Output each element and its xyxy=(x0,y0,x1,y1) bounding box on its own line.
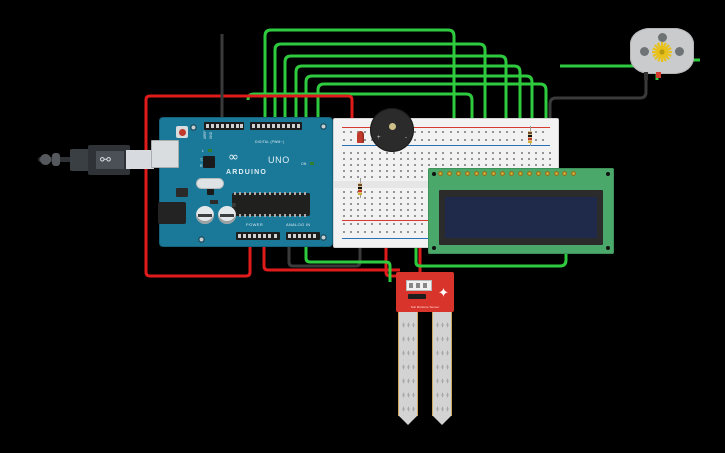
piezo-buzzer[interactable]: + - xyxy=(370,108,414,152)
led-l-label: L xyxy=(202,149,205,153)
led-l xyxy=(208,149,212,152)
power-header[interactable] xyxy=(236,232,280,240)
sensor-caption: Soil Moisture Sensor xyxy=(410,305,440,309)
lcd-pin-pad[interactable] xyxy=(553,171,559,176)
rail-positive-top xyxy=(342,127,550,128)
motor-gear-icon xyxy=(652,42,672,62)
rail-negative-top xyxy=(342,145,550,146)
lcd-pin-pad[interactable] xyxy=(500,171,506,176)
lcd-pin-header[interactable] xyxy=(438,171,577,176)
smd-part xyxy=(210,200,218,204)
usb-ferrite xyxy=(70,149,90,171)
lcd-bezel xyxy=(439,190,603,245)
red-led[interactable] xyxy=(357,131,364,143)
motor-shaft-left xyxy=(640,47,649,56)
digital-header-right[interactable] xyxy=(250,122,302,130)
lcd-pin-pad[interactable] xyxy=(544,171,550,176)
smd-chip xyxy=(207,188,214,195)
led-on-label: ON xyxy=(301,162,307,166)
digital-header-left[interactable] xyxy=(204,122,244,130)
lcd-mount-hole xyxy=(606,246,610,250)
lcd-pin-pad[interactable] xyxy=(509,171,515,176)
led-tx-label: TX xyxy=(200,158,205,162)
mount-hole xyxy=(320,234,327,241)
lcd-glass xyxy=(445,197,597,238)
lcd-pin-pad[interactable] xyxy=(535,171,541,176)
analog-header-label: ANALOG IN xyxy=(286,222,311,227)
motor-terminal-negative[interactable] xyxy=(644,72,648,80)
usb-bead xyxy=(40,154,51,165)
dc-motor[interactable] xyxy=(630,28,694,80)
led-on xyxy=(310,162,314,165)
gnd-label: GND xyxy=(209,131,213,139)
motor-shaft-top xyxy=(658,33,667,42)
mount-hole xyxy=(198,236,205,243)
buzzer-positive-label: + xyxy=(377,135,381,141)
motor-shaft-right xyxy=(675,47,684,56)
atmega328p-chip xyxy=(232,192,310,217)
usb-controller-chip xyxy=(203,156,215,168)
lcd-pin-pad[interactable] xyxy=(482,171,488,176)
lcd-mount-hole xyxy=(606,172,610,176)
lcd-mount-hole xyxy=(432,246,436,250)
voltage-regulator xyxy=(176,188,188,197)
usb-trident-glyph: ⚯ xyxy=(100,152,111,167)
lcd-display[interactable] xyxy=(428,168,614,254)
buzzer-negative-label: - xyxy=(405,135,407,141)
sensor-pin-header[interactable] xyxy=(406,280,432,291)
motor-terminal-positive[interactable] xyxy=(656,72,661,78)
power-header-label: POWER xyxy=(246,222,264,227)
capacitor xyxy=(196,206,214,224)
usb-plug-tip xyxy=(126,150,154,169)
usb-bead xyxy=(52,153,60,166)
aref-label: AREF xyxy=(203,130,207,139)
power-jack[interactable] xyxy=(158,202,186,224)
led-rx-label: RX xyxy=(200,164,205,168)
capacitor xyxy=(218,206,236,224)
lcd-pin-pad[interactable] xyxy=(518,171,524,176)
digital-header-label: DIGITAL (PWM~) xyxy=(255,140,285,144)
brand-label: ARDUINO xyxy=(226,169,268,176)
lcd-pin-pad[interactable] xyxy=(455,171,461,176)
usb-port[interactable] xyxy=(151,140,179,168)
resistor[interactable] xyxy=(358,178,362,198)
lcd-pin-pad[interactable] xyxy=(438,171,443,176)
usb-cable[interactable]: ⚯ xyxy=(38,143,166,177)
arduino-infinity-logo: ∞ xyxy=(228,150,239,165)
soil-moisture-sensor[interactable]: ✦ Soil Moisture Sensor xyxy=(396,272,454,425)
sensor-chip xyxy=(408,294,426,299)
lcd-pin-pad[interactable] xyxy=(562,171,568,176)
buzzer-sound-hole xyxy=(388,122,396,130)
lcd-mount-hole xyxy=(432,172,436,176)
mount-hole xyxy=(320,123,327,130)
mount-hole xyxy=(190,124,197,131)
lcd-pin-pad[interactable] xyxy=(526,171,532,176)
sensor-probe xyxy=(398,312,418,425)
lcd-pin-pad[interactable] xyxy=(571,171,577,176)
lcd-pin-pad[interactable] xyxy=(464,171,470,176)
usb-trident-icon xyxy=(96,151,124,169)
sensor-probe xyxy=(432,312,452,425)
model-label: UNO xyxy=(268,155,290,165)
reset-button[interactable] xyxy=(176,126,188,138)
sparkfun-logo-icon: ✦ xyxy=(438,285,449,300)
analog-header[interactable] xyxy=(286,232,320,240)
arduino-uno-board[interactable]: DIGITAL (PWM~) AREF GND L TX RX ON ∞ ARD… xyxy=(151,118,332,246)
lcd-pin-pad[interactable] xyxy=(473,171,479,176)
resistor[interactable] xyxy=(528,126,532,146)
lcd-pin-pad[interactable] xyxy=(491,171,497,176)
lcd-pin-pad[interactable] xyxy=(446,171,452,176)
sensor-pcb: ✦ xyxy=(396,272,454,312)
crystal-oscillator xyxy=(196,178,224,189)
